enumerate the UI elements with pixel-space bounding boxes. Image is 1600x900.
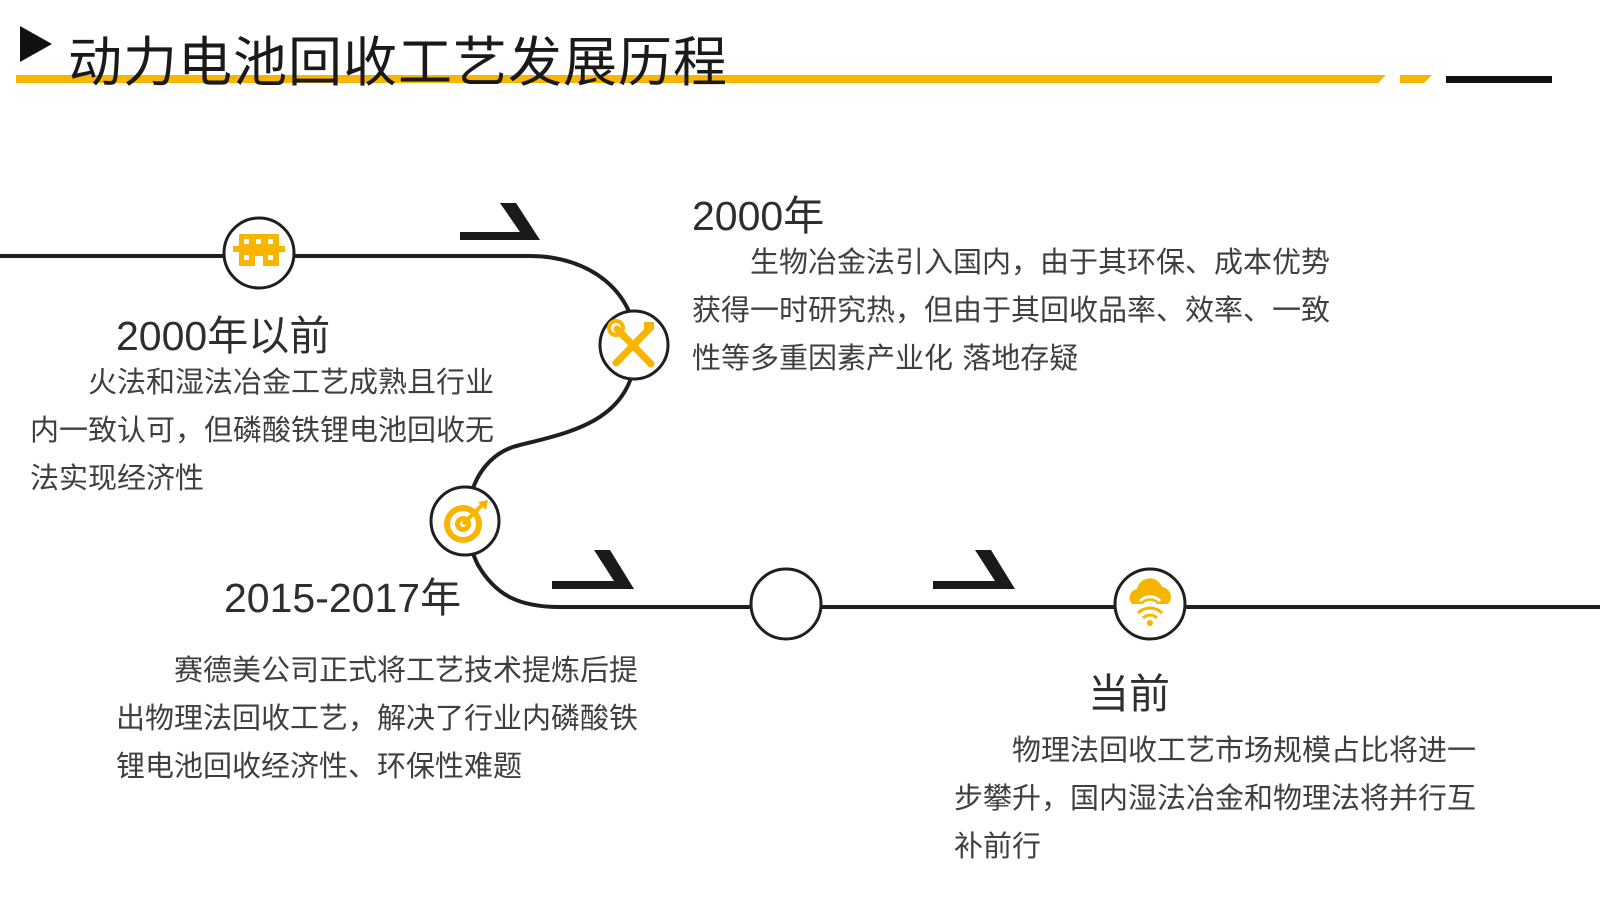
title-arrow-icon [20, 26, 52, 62]
direction-chevron-1 [460, 203, 540, 240]
milestone-node-2 [598, 309, 670, 381]
milestone-node-empty [749, 567, 823, 641]
cloud-wifi-icon [1129, 578, 1171, 626]
milestone-node-1 [222, 216, 296, 290]
milestone-period-3: 2015-2017年 [224, 575, 462, 621]
title-underline-black [1446, 76, 1552, 83]
building-icon [233, 234, 285, 266]
timeline-path [0, 254, 1600, 609]
milestone-node-3 [429, 485, 501, 557]
milestone-period-2: 2000年 [692, 193, 825, 239]
milestone-text-4: 物理法回收工艺市场规模占比将进一步攀升，国内湿法冶金和物理法将并行互补前行 [954, 733, 1477, 863]
title-underline-yellow [16, 75, 1386, 83]
title-underline-yellow-short [1400, 75, 1432, 83]
milestone-text-1: 火法和湿法冶金工艺成熟且行业内一致认可，但磷酸铁锂电池回收无法实现经济性 [30, 365, 495, 495]
page-title: 动力电池回收工艺发展历程 [68, 31, 728, 94]
direction-chevron-2 [552, 550, 634, 589]
milestone-text-2: 生物冶金法引入国内，由于其环保、成本优势获得一时研究热，但由于其回收品率、效率、… [692, 245, 1331, 375]
milestone-node-4 [1113, 567, 1187, 641]
milestone-text-3: 赛德美公司正式将工艺技术提炼后提出物理法回收工艺，解决了行业内磷酸铁锂电池回收经… [116, 653, 639, 783]
direction-chevron-3 [933, 550, 1015, 589]
tools-icon [607, 319, 655, 368]
milestone-period-1: 2000年以前 [116, 313, 331, 359]
milestone-period-4: 当前 [1088, 671, 1170, 717]
target-icon [444, 500, 488, 543]
